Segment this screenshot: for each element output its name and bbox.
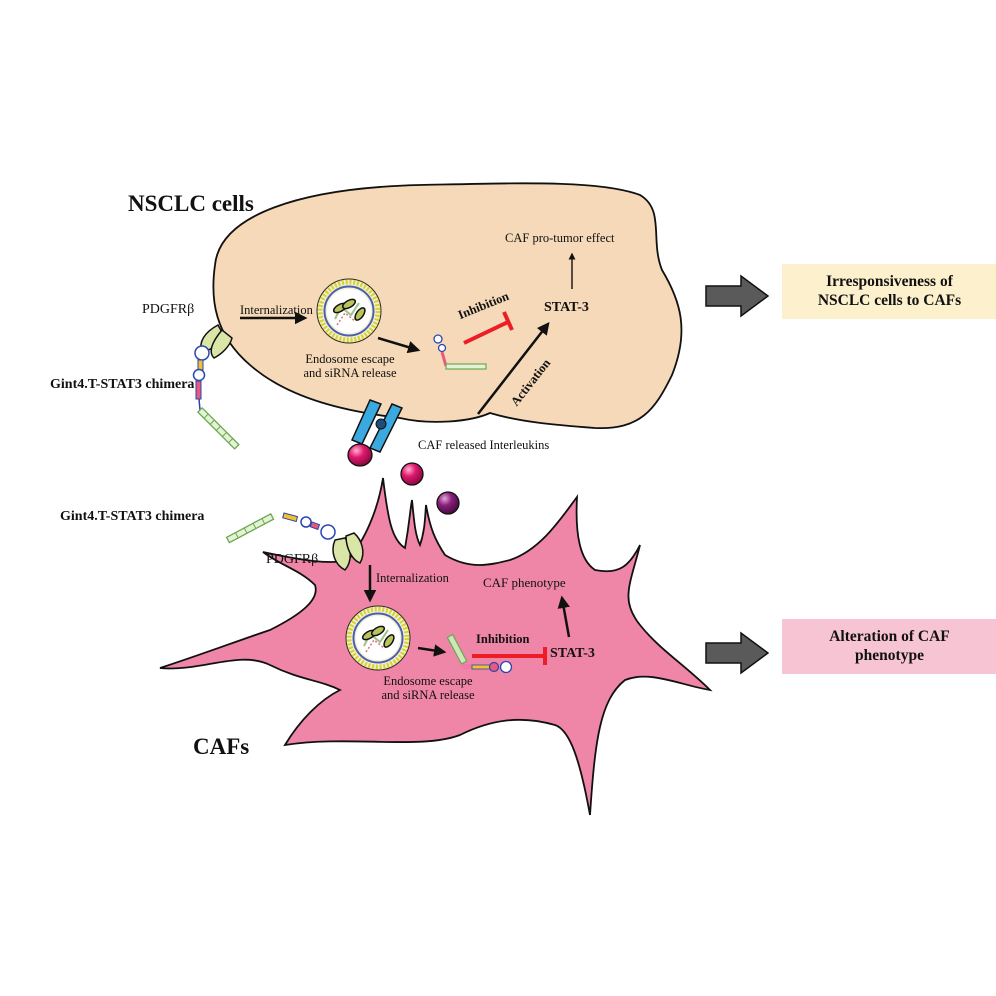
caf-stat3-effect-arrow: [557, 595, 571, 638]
caf-stat3-label: STAT-3: [550, 646, 595, 661]
caf-chimera-label: Gint4.T-STAT3 chimera: [60, 509, 205, 524]
outcome-arrow-2-icon: [705, 631, 770, 675]
interleukins-label: CAF released Interleukins: [418, 438, 550, 452]
nsclc-cell-body: [212, 182, 683, 429]
interleukin-bound-icon: [347, 443, 373, 467]
caf-inhibition-label: Inhibition: [476, 632, 530, 646]
nsclc-escape-arrow: [377, 336, 421, 354]
nsclc-chimera-label: Gint4.T-STAT3 chimera: [50, 377, 195, 392]
interleukin-pink-icon: [400, 462, 424, 486]
outcome-2-line2: phenotype: [855, 646, 924, 664]
nsclc-stat3-label: STAT-3: [544, 300, 589, 315]
outcome-arrow-1-icon: [705, 274, 770, 318]
caf-endosome-line2: and siRNA release: [381, 688, 475, 703]
nsclc-released-sirna-icon: [433, 334, 487, 370]
caf-pdgfr-receptor-icon: [332, 532, 364, 571]
caf-endosome-icon: [346, 606, 410, 670]
caf-escape-arrow: [417, 644, 447, 657]
caf-internalization-label: Internalization: [376, 571, 449, 585]
nsclc-effect-label: CAF pro-tumor effect: [505, 231, 615, 245]
outcome-1-line1: Irresponsiveness of: [826, 272, 953, 290]
caf-title: CAFs: [193, 734, 250, 759]
outcome-2-line1: Alteration of CAF: [829, 627, 950, 645]
nsclc-internalization-label: Internalization: [240, 303, 313, 317]
il-receptor-icon: [350, 399, 404, 453]
nsclc-inhibition-bar: [463, 311, 514, 345]
nsclc-pdgfr-receptor-icon: [200, 323, 233, 359]
caf-endosome-line1: Endosome escape: [383, 674, 473, 688]
caf-receptor-label: PDGFRβ: [266, 552, 319, 567]
nsclc-receptor-label: PDGFRβ: [142, 302, 195, 317]
nsclc-endosome-line1: Endosome escape: [305, 352, 395, 366]
outcome-box-nsclc: Irresponsiveness of NSCLC cells to CAFs: [782, 264, 996, 319]
caf-endosome-label: Endosome escape and siRNA release: [380, 674, 476, 703]
nsclc-title: NSCLC cells: [128, 191, 254, 216]
nsclc-activation-arrow: [477, 322, 550, 415]
nsclc-endosome-line2: and siRNA release: [303, 366, 397, 381]
caf-released-sirna-icon: [446, 633, 513, 674]
caf-inhibition-bar: [472, 647, 547, 665]
caf-effect-label: CAF phenotype: [483, 575, 566, 590]
nsclc-endosome-icon: [317, 279, 381, 343]
nsclc-chimera-aptamer-icon: [192, 345, 240, 450]
interleukin-purple-icon: [436, 491, 460, 515]
outcome-box-caf: Alteration of CAF phenotype: [782, 619, 996, 674]
nsclc-endosome-label: Endosome escape and siRNA release: [302, 352, 398, 381]
outcome-1-line2: NSCLC cells to CAFs: [817, 291, 962, 309]
caf-chimera-aptamer-icon: [225, 512, 336, 544]
